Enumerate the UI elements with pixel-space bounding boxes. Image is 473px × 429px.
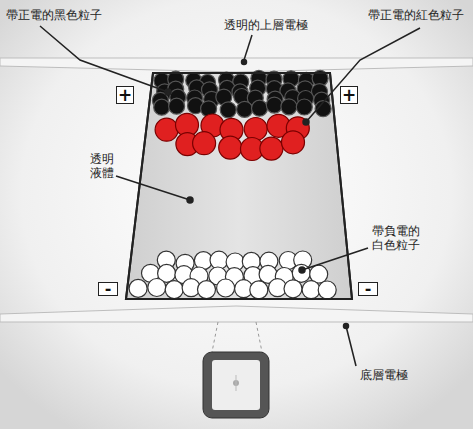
top-electrode: [0, 58, 473, 72]
particle: [296, 99, 312, 115]
particle: [318, 281, 336, 299]
minus-sign: -: [358, 282, 378, 296]
callout-label: 底層電極: [360, 368, 408, 382]
callout-label: 帶正電的紅色粒子: [368, 8, 464, 22]
callout-label: 帶正電的黑色粒子: [6, 8, 102, 22]
particle: [219, 136, 242, 159]
particles: [129, 70, 336, 299]
callout-label: 透明 液體: [90, 152, 115, 181]
particle: [220, 102, 236, 118]
leader-lines: [40, 26, 420, 366]
particle: [237, 101, 253, 117]
callout-label: 帶負電的 白色粒子: [372, 224, 422, 253]
particle: [260, 137, 283, 160]
particle: [193, 132, 216, 155]
bottom-electrode: [0, 306, 473, 322]
particle: [252, 100, 268, 116]
particle: [148, 279, 166, 297]
particle: [154, 99, 170, 115]
particle: [198, 281, 216, 299]
particle: [302, 281, 320, 299]
particle: [266, 97, 282, 113]
e-reader-icon: [203, 352, 269, 418]
particle: [217, 279, 235, 297]
plus-sign: +: [340, 86, 358, 104]
minus-sign: -: [98, 282, 118, 296]
particle: [282, 131, 305, 154]
particle: [129, 279, 147, 297]
particle: [155, 118, 178, 141]
particle: [169, 98, 185, 114]
particle: [244, 118, 267, 141]
particle: [250, 281, 268, 299]
particle: [281, 99, 297, 115]
callout-label: 透明的上層電極: [224, 18, 308, 32]
particle: [284, 280, 302, 298]
plus-sign: +: [116, 86, 134, 104]
particle: [165, 281, 183, 299]
